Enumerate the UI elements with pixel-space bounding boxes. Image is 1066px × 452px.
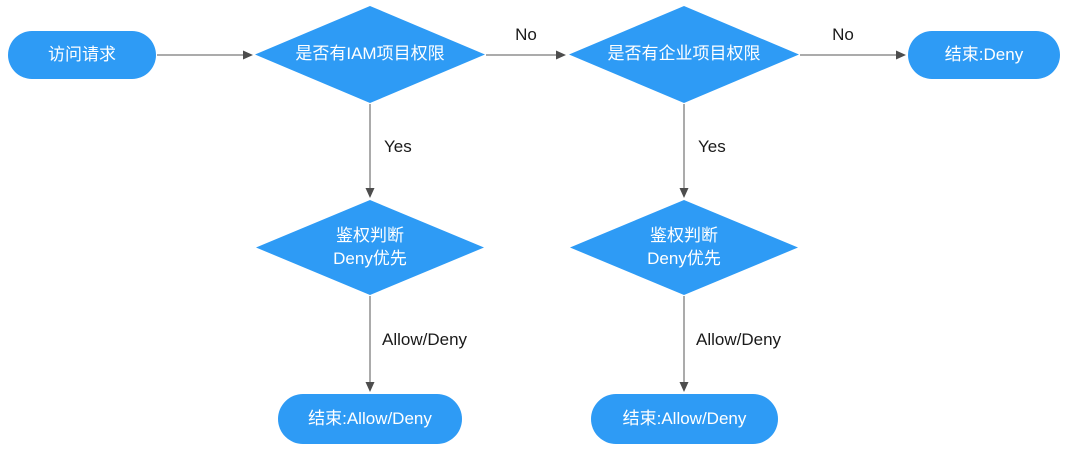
node-auth-left-label: 鉴权判断 Deny优先: [333, 225, 407, 269]
arrowhead-enterprise-to-end-deny: [896, 50, 906, 60]
edge-label-allow-deny-right: Allow/Deny: [696, 330, 782, 349]
edge-label-yes-left: Yes: [384, 137, 412, 156]
node-start-label: 访问请求: [48, 44, 116, 64]
edge-label-allow-deny-left: Allow/Deny: [382, 330, 468, 349]
node-end-left: 结束:Allow/Deny: [278, 394, 462, 444]
edge-label-no-2: No: [832, 25, 854, 44]
node-end-left-label: 结束:Allow/Deny: [308, 408, 432, 428]
node-end-deny: 结束:Deny: [908, 31, 1060, 79]
edge-label-no-1: No: [515, 25, 537, 44]
node-start: 访问请求: [8, 31, 156, 79]
node-auth-right-label: 鉴权判断 Deny优先: [647, 225, 721, 269]
node-auth-right-line1: 鉴权判断: [650, 226, 718, 246]
arrowhead-iam-to-enterprise: [556, 50, 566, 60]
node-auth-right-line2: Deny优先: [647, 248, 721, 268]
node-decision-enterprise-label: 是否有企业项目权限: [607, 44, 761, 64]
node-auth-left-line2: Deny优先: [333, 248, 407, 268]
node-end-right-label: 结束:Allow/Deny: [622, 408, 747, 428]
node-end-right: 结束:Allow/Deny: [591, 394, 778, 444]
arrowhead-auth-right-to-end-right: [679, 382, 689, 392]
node-end-deny-label: 结束:Deny: [944, 44, 1024, 64]
node-decision-iam-label: 是否有IAM项目权限: [295, 44, 445, 64]
arrowhead-iam-to-auth-left: [365, 188, 375, 198]
arrowhead-enterprise-to-auth-right: [679, 188, 689, 198]
arrowhead-auth-left-to-end-left: [365, 382, 375, 392]
arrowhead-start-to-iam: [243, 50, 253, 60]
edge-label-yes-right: Yes: [698, 137, 726, 156]
node-auth-left-line1: 鉴权判断: [336, 226, 404, 246]
